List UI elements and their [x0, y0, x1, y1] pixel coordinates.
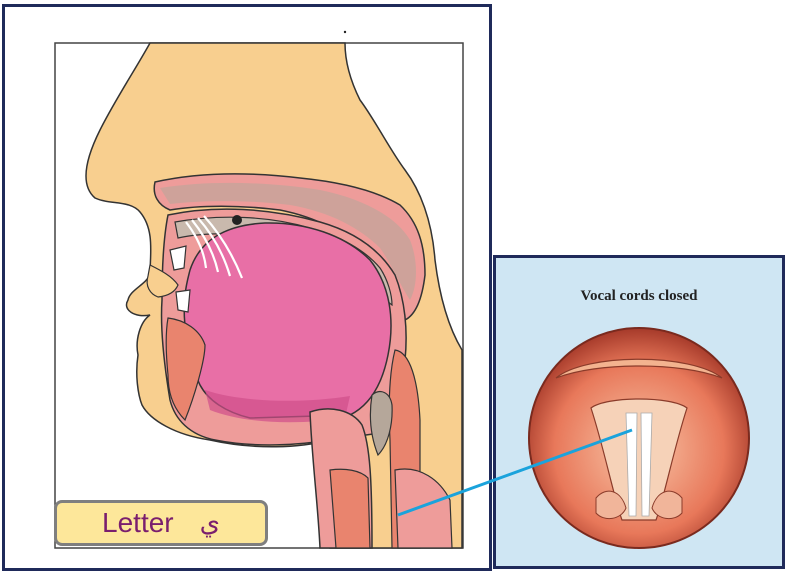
letter-label: Letter ي: [54, 500, 268, 546]
vocal-cords-illustration: [496, 258, 782, 566]
articulation-point: [232, 215, 242, 225]
lower-tooth: [176, 290, 190, 312]
vocal-cords-inset: Vocal cords closed: [493, 255, 785, 569]
trachea: [330, 469, 370, 548]
letter-label-text: Letter: [102, 507, 174, 539]
arabic-letter: ي: [200, 508, 220, 538]
small-dot: [344, 31, 346, 33]
tongue: [184, 223, 391, 418]
